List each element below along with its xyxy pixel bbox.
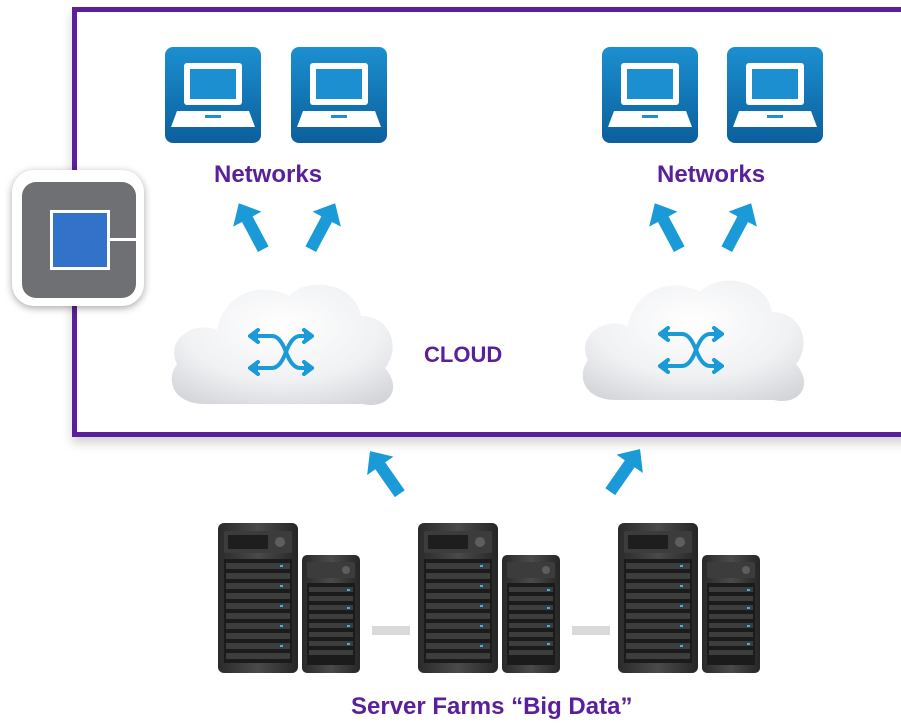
laptop-icon bbox=[602, 47, 698, 143]
arrow-icon bbox=[592, 438, 657, 507]
app-icon-line bbox=[107, 238, 137, 241]
networks-label-right: Networks bbox=[657, 161, 766, 188]
app-window-icon[interactable] bbox=[12, 170, 144, 306]
app-icon-square bbox=[50, 210, 110, 270]
laptop-icon bbox=[291, 47, 387, 143]
server-connector bbox=[372, 626, 410, 635]
switch-arrows-icon bbox=[658, 324, 724, 381]
arrow-icon bbox=[354, 440, 419, 509]
server-rack-icon bbox=[418, 523, 498, 673]
switch-arrows-icon bbox=[248, 326, 314, 383]
server-rack-icon bbox=[702, 555, 760, 673]
networks-label-left: Networks bbox=[214, 161, 323, 188]
server-rack-icon bbox=[218, 523, 298, 673]
server-rack-icon bbox=[302, 555, 360, 673]
app-icon-background bbox=[22, 182, 137, 298]
cloud-label: CLOUD bbox=[424, 342, 503, 367]
laptop-icon bbox=[727, 47, 823, 143]
server-farms-label: Server Farms “Big Data” bbox=[351, 693, 633, 720]
server-connector bbox=[572, 626, 610, 635]
server-rack-icon bbox=[618, 523, 698, 673]
laptop-icon bbox=[165, 47, 261, 143]
server-rack-icon bbox=[502, 555, 560, 673]
